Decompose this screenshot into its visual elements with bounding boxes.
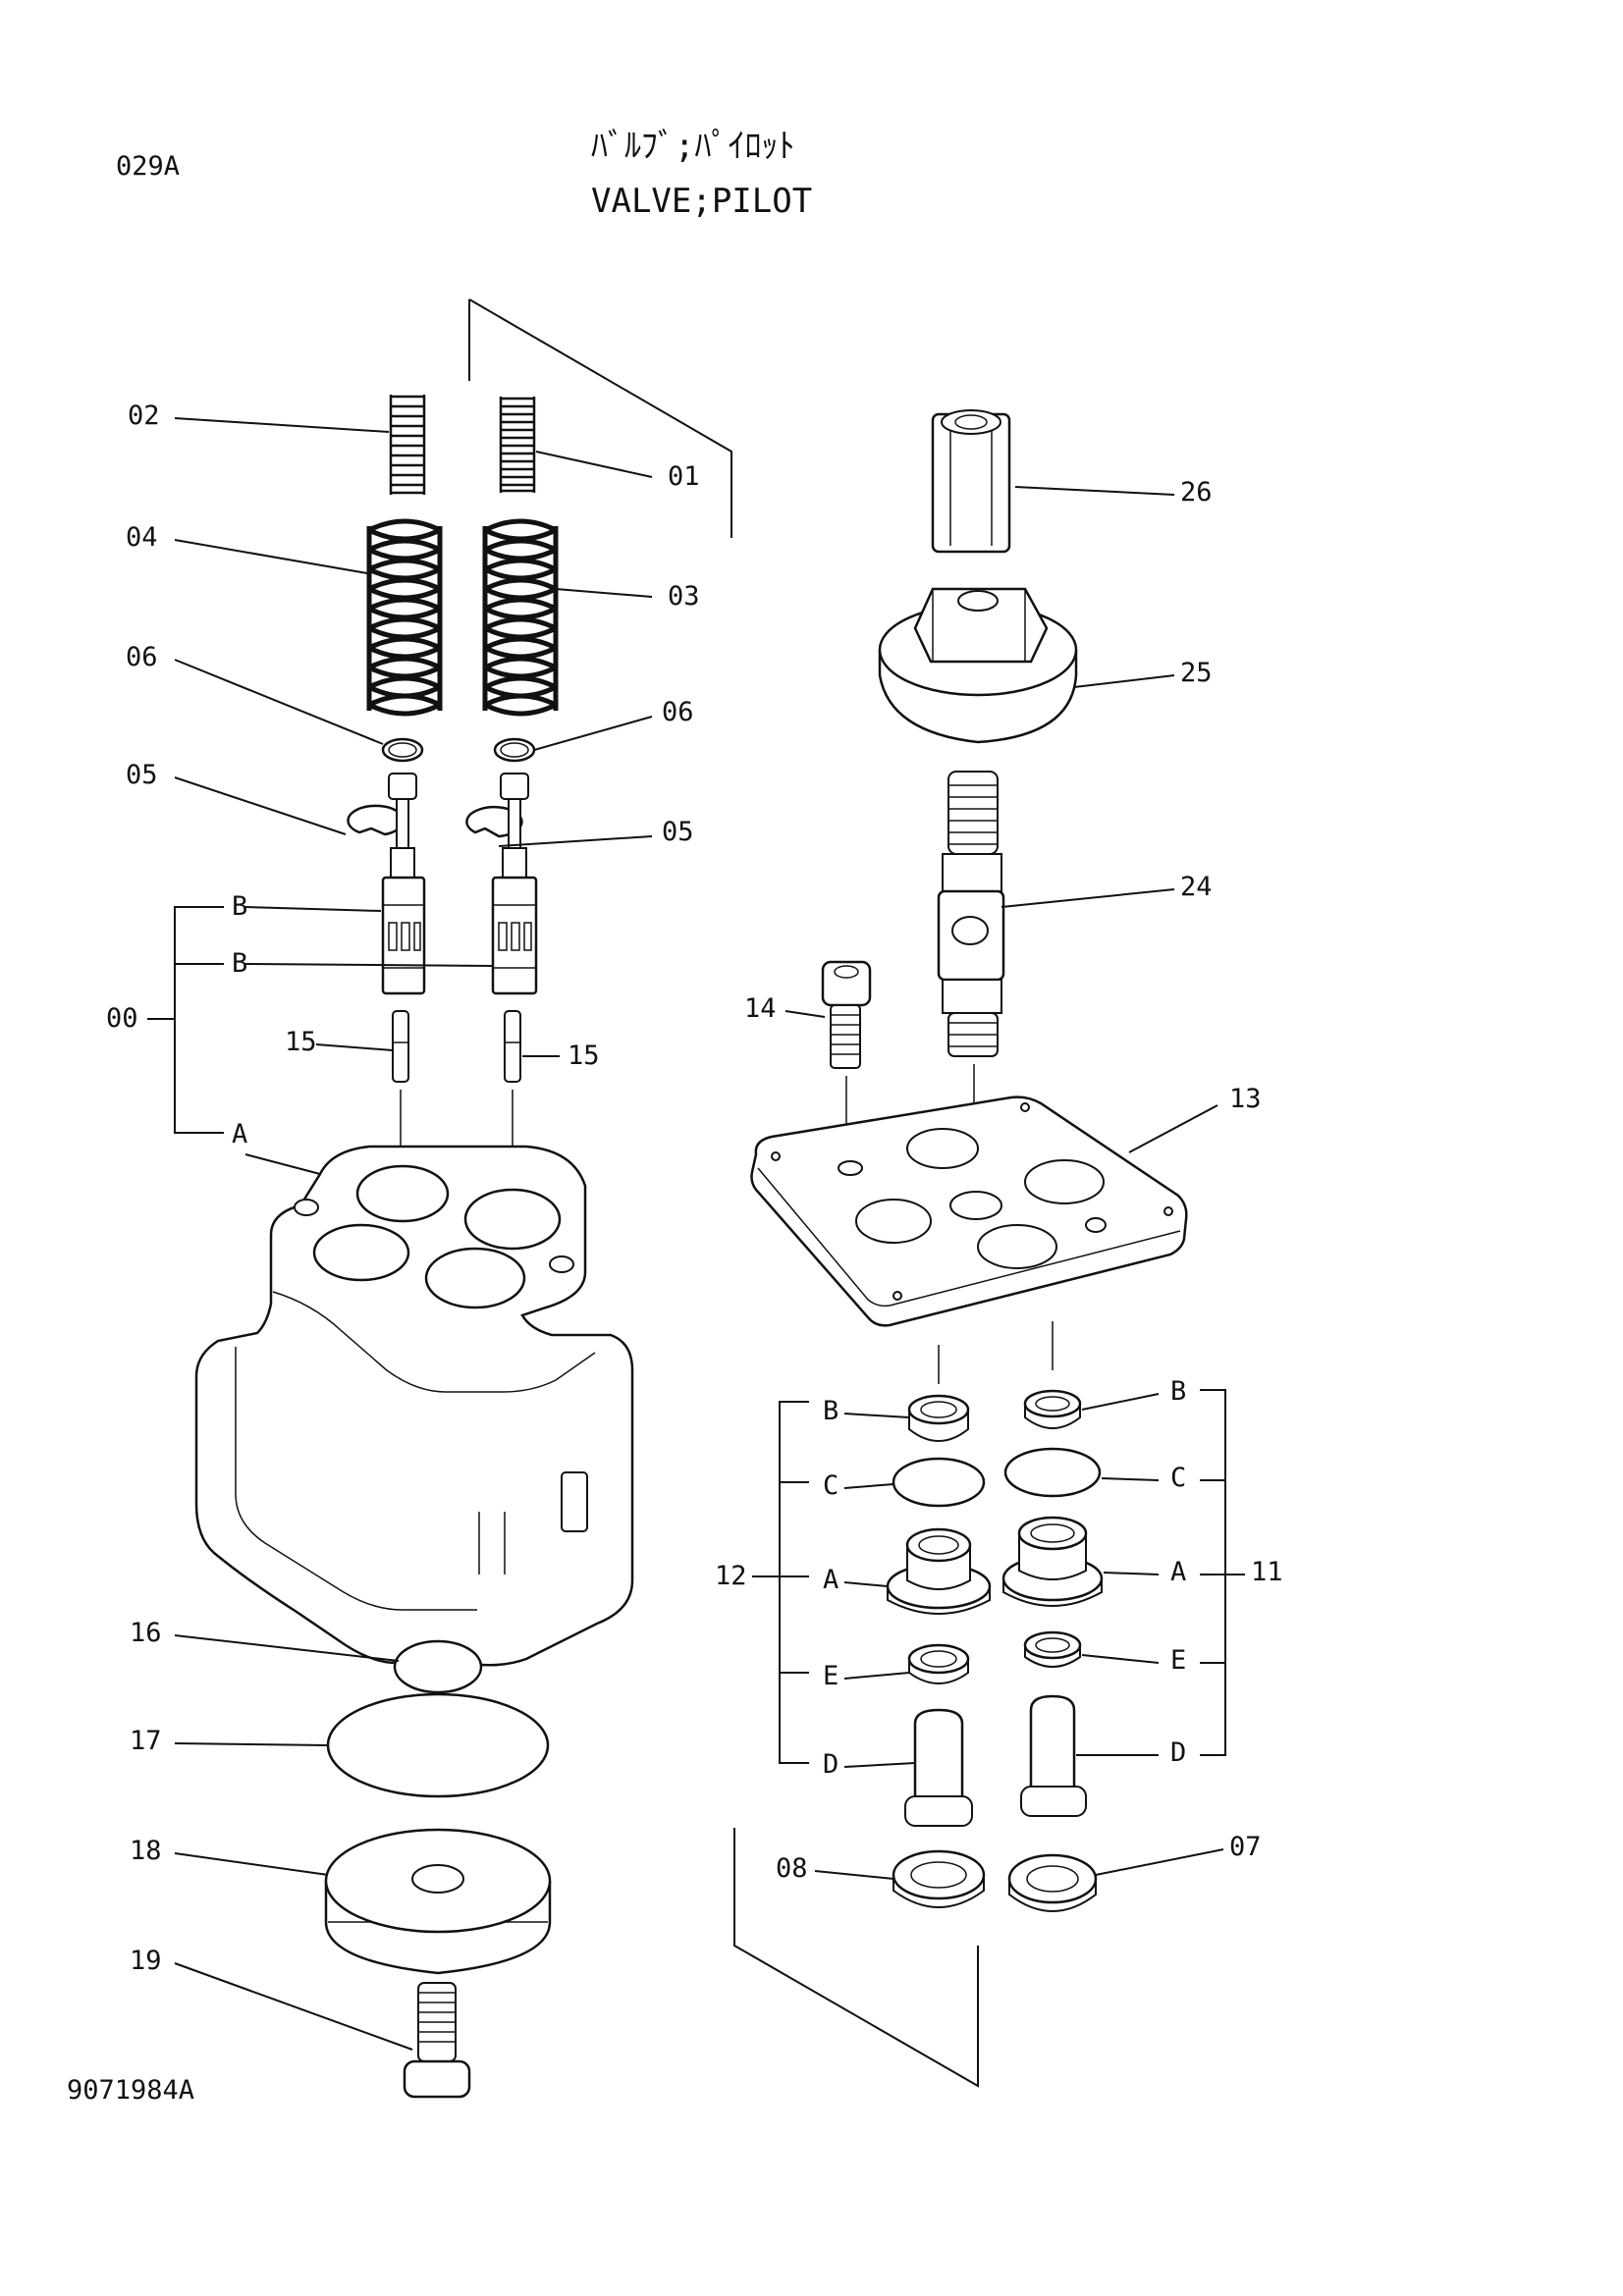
pin-15-right <box>504 1010 521 1083</box>
o-ring-16 <box>393 1639 483 1694</box>
label-11-a: A <box>1170 1557 1186 1587</box>
callout-00: 00 <box>106 1003 138 1034</box>
callout-03: 03 <box>668 581 700 612</box>
nut-26 <box>931 409 1011 554</box>
o-ring-12-c <box>892 1457 986 1508</box>
callout-11: 11 <box>1251 1557 1283 1587</box>
title-katakana: ﾊﾞﾙﾌﾞ;ﾊﾟｲﾛｯﾄ <box>591 127 794 166</box>
ring-11-e <box>1023 1630 1082 1668</box>
callout-17: 17 <box>130 1726 162 1756</box>
callout-25: 25 <box>1180 658 1213 688</box>
callout-06-left: 06 <box>126 642 158 672</box>
spring-03 <box>482 518 559 717</box>
bushing-12-a <box>886 1527 992 1615</box>
spring-02 <box>389 391 426 495</box>
callout-14: 14 <box>744 993 777 1024</box>
plunger-12-d <box>904 1708 973 1827</box>
callout-24: 24 <box>1180 872 1213 902</box>
seat-11-b <box>1023 1389 1082 1429</box>
assembly-bracket-bottom <box>733 1828 979 2088</box>
callout-12: 12 <box>715 1561 747 1591</box>
diagram-code: 029A <box>116 151 180 182</box>
callout-06-right: 06 <box>662 697 694 727</box>
callout-04: 04 <box>126 522 158 553</box>
plunger-11-d <box>1020 1694 1087 1817</box>
label-11-e: E <box>1170 1645 1186 1676</box>
spring-01 <box>499 395 536 493</box>
ring-12-e <box>907 1643 970 1684</box>
plate-13 <box>750 1095 1188 1327</box>
callout-05-right: 05 <box>662 817 694 847</box>
washer-06-left <box>381 737 424 763</box>
callout-16: 16 <box>130 1618 162 1648</box>
drawing-number: 9071984A <box>67 2075 194 2106</box>
callout-26: 26 <box>1180 477 1213 507</box>
label-11-d: D <box>1170 1737 1186 1768</box>
label-12-c: C <box>823 1470 839 1501</box>
pin-15-left <box>392 1010 409 1083</box>
label-12-d: D <box>823 1749 839 1780</box>
callout-15-left: 15 <box>285 1027 317 1057</box>
label-11-b: B <box>1170 1376 1186 1407</box>
label-12-e: E <box>823 1661 839 1691</box>
label-left-b1: B <box>232 891 247 922</box>
shaft-24 <box>937 771 1005 1057</box>
callout-02: 02 <box>128 400 160 431</box>
bolt-19 <box>403 1982 471 2099</box>
label-left-a: A <box>232 1119 247 1149</box>
label-left-b2: B <box>232 948 247 979</box>
nut-07 <box>1007 1853 1098 1912</box>
page-title: VALVE;PILOT <box>591 182 812 221</box>
callout-19: 19 <box>130 1946 162 1976</box>
seat-12-b <box>907 1394 970 1442</box>
callout-01: 01 <box>668 461 700 492</box>
spring-04 <box>366 518 443 717</box>
clip-05-left <box>347 804 405 836</box>
plunger-right <box>491 773 538 995</box>
o-ring-17 <box>326 1692 550 1798</box>
screw-14 <box>821 960 872 1069</box>
leader-lines <box>147 417 1245 2051</box>
bushing-11-a <box>1001 1516 1104 1607</box>
callout-13: 13 <box>1229 1084 1262 1114</box>
label-11-c: C <box>1170 1463 1186 1493</box>
callout-07: 07 <box>1229 1832 1262 1862</box>
o-ring-11-c <box>1003 1447 1102 1498</box>
washer-06-right <box>493 737 536 763</box>
assembly-bracket-top <box>468 298 732 538</box>
label-12-b: B <box>823 1396 839 1426</box>
label-12-a: A <box>823 1565 839 1595</box>
nut-08 <box>892 1849 986 1908</box>
callout-18: 18 <box>130 1836 162 1866</box>
plate-18 <box>324 1828 552 1975</box>
flange-nut-25 <box>878 587 1078 744</box>
callout-05-left: 05 <box>126 760 158 790</box>
valve-body <box>194 1145 634 1667</box>
callout-08: 08 <box>776 1853 808 1884</box>
callout-15-right: 15 <box>568 1041 600 1071</box>
